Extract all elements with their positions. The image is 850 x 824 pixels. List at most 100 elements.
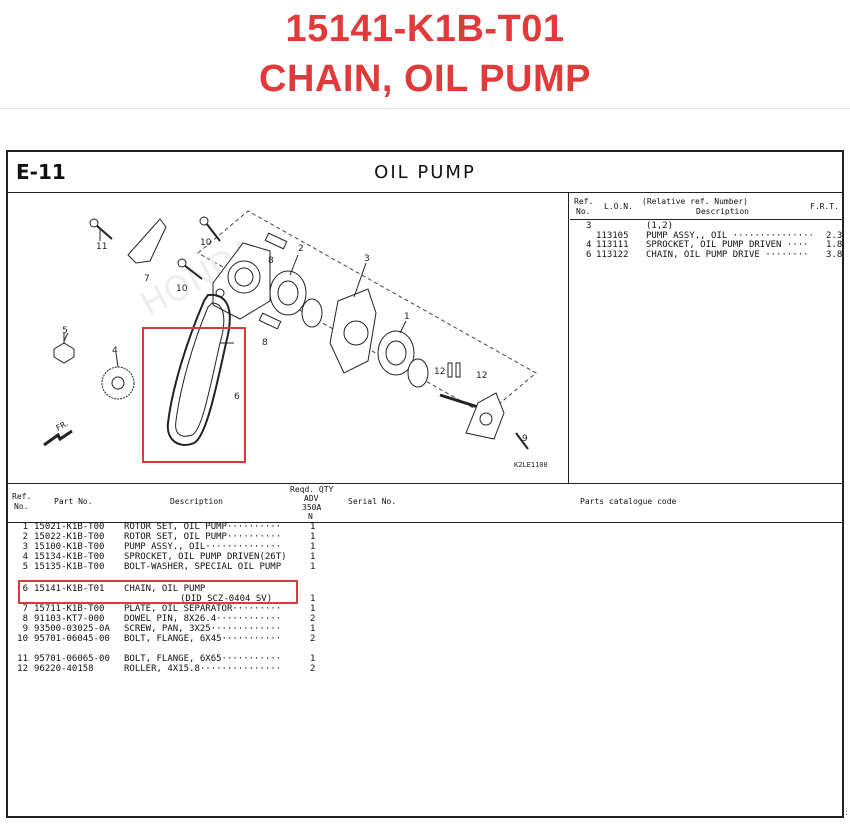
sheet-header: E-11 OIL PUMP: [8, 152, 842, 193]
pt-desc: CHAIN, OIL PUMP: [124, 584, 206, 594]
pt-desc: ROTOR SET, OIL PUMP··········: [124, 532, 282, 542]
pt-ref: 9: [22, 624, 28, 634]
chain-highlight-box: [142, 327, 246, 463]
exploded-diagram: HONDA: [8, 193, 569, 483]
pt-col-serial: Serial No.: [348, 497, 397, 506]
pt-qty: 1: [310, 594, 316, 604]
pt-col-reqd: Reqd. QTY: [290, 485, 334, 494]
parts-table-row: 4 15134-K1B-T00 SPROCKET, OIL PUMP DRIVEN(…: [8, 552, 842, 562]
pt-partno: 15135-K1B-T00: [34, 562, 105, 572]
rt-frt: 2.3: [826, 230, 843, 241]
pt-col-model: 350A: [302, 503, 322, 512]
rt-ref: 6: [586, 249, 592, 260]
callout-4: 4: [112, 346, 118, 356]
callout-12a: 12: [434, 367, 445, 377]
pt-qty: 2: [310, 614, 316, 624]
callout-5: 5: [62, 326, 68, 336]
rt-lon: 113122: [596, 249, 629, 260]
rt-col-ref: Ref.: [574, 197, 594, 206]
pt-desc: SCREW, PAN, 3X25·············: [124, 624, 282, 634]
ref-table-body: 3(1,2)113105 PUMP ASSY., OIL ············…: [572, 221, 843, 261]
pt-desc: ROLLER, 4X15.8···············: [124, 664, 282, 674]
callout-10b: 10: [176, 284, 188, 294]
callout-2: 2: [298, 244, 304, 254]
pt-col-no: No.: [14, 502, 29, 511]
parts-table-header: Ref. No. Part No. Description Reqd. QTY …: [8, 483, 842, 523]
pt-partno: 15134-K1B-T00: [34, 552, 105, 562]
parts-table-row: 5 15135-K1B-T00 BOLT-WASHER, SPECIAL OIL P…: [8, 562, 842, 572]
callout-7: 7: [144, 274, 150, 284]
ref-table-header: Ref. No. L.O.N. (Relative ref. Number) D…: [570, 195, 842, 220]
pt-col-catalogue: Parts catalogue code: [580, 497, 677, 506]
pt-qty: 2: [310, 634, 316, 644]
parts-table-row: 6 15141-K1B-T01 CHAIN, OIL PUMP: [8, 584, 842, 594]
parts-table-row: (DID SCZ-0404 SV) 1: [8, 594, 842, 604]
part-number-title: 15141-K1B-T01: [285, 8, 565, 50]
pt-desc: DOWEL PIN, 8X26.4············: [124, 614, 282, 624]
pt-ref: 2: [22, 532, 28, 542]
callout-1: 1: [404, 312, 410, 322]
pt-qty: 1: [310, 552, 316, 562]
pt-partno: 15141-K1B-T01: [34, 584, 105, 594]
pt-ref: 3: [22, 542, 28, 552]
pt-desc: BOLT, FLANGE, 6X45···········: [124, 634, 282, 644]
pt-col-n: N: [308, 512, 313, 521]
pt-qty: 1: [310, 522, 316, 532]
callout-8a: 8: [268, 256, 274, 266]
diagram-code: K2LE1100: [514, 461, 548, 469]
pt-qty: 1: [310, 624, 316, 634]
pt-partno: 91103-KT7-000: [34, 614, 105, 624]
pt-desc: ROTOR SET, OIL PUMP··········: [124, 522, 282, 532]
pt-ref: 5: [22, 562, 28, 572]
rt-desc: (1,2): [646, 221, 674, 231]
rt-lon: 113105: [596, 230, 629, 241]
pt-ref: 7: [22, 604, 28, 614]
pt-ref: 1: [22, 522, 28, 532]
pt-qty: 1: [310, 532, 316, 542]
pt-desc: SPROCKET, OIL PUMP DRIVEN(26T): [124, 552, 287, 562]
diagram-drawing: HONDA: [43, 210, 548, 469]
page-marker: :: [845, 808, 849, 818]
rt-desc: CHAIN, OIL PUMP DRIVE ········: [646, 249, 809, 260]
parts-table-row: 9 93500-03025-0A SCREW, PAN, 3X25·········…: [8, 624, 842, 634]
ref-table-row: 3(1,2): [572, 221, 840, 232]
pt-partno: 15711-K1B-T00: [34, 604, 105, 614]
chain-row-highlight: [18, 580, 298, 604]
rt-col-desc: Description: [696, 207, 749, 216]
pt-partno: 15021-K1B-T00: [34, 522, 105, 532]
callout-8b: 8: [262, 338, 268, 348]
pt-ref: 6: [22, 584, 28, 594]
parts-table-row: 1 15021-K1B-T00 ROTOR SET, OIL PUMP·······…: [8, 522, 842, 532]
callout-10a: 10: [200, 238, 212, 248]
pt-desc: (DID SCZ-0404 SV): [180, 594, 273, 604]
callout-6: 6: [234, 392, 240, 402]
pt-ref: 4: [22, 552, 28, 562]
parts-table-row: 7 15711-K1B-T00 PLATE, OIL SEPARATOR······…: [8, 604, 842, 614]
rt-lon: 113111: [596, 240, 629, 250]
rt-ref: 4: [586, 240, 592, 250]
rt-col-rel: (Relative ref. Number): [642, 197, 748, 206]
pt-qty: 1: [310, 604, 316, 614]
parts-sheet: E-11 OIL PUMP HONDA: [6, 150, 844, 818]
pt-ref: 12: [17, 664, 28, 674]
pt-qty: 2: [310, 664, 316, 674]
section-code: E-11: [16, 160, 66, 184]
callout-12b: 12: [476, 371, 487, 381]
callout-11: 11: [96, 242, 107, 252]
sheet-title: OIL PUMP: [374, 162, 476, 183]
pt-desc: BOLT-WASHER, SPECIAL OIL PUMP: [124, 562, 282, 572]
pt-partno: 15100-K1B-T00: [34, 542, 105, 552]
callout-3: 3: [364, 254, 370, 264]
pt-col-adv: ADV: [304, 494, 319, 503]
pt-desc: PLATE, OIL SEPARATOR·········: [124, 604, 282, 614]
pt-col-desc: Description: [170, 497, 223, 506]
pt-col-partno: Part No.: [54, 497, 93, 506]
rt-desc: PUMP ASSY., OIL ···············: [646, 230, 814, 241]
pt-partno: 93500-03025-0A: [34, 624, 110, 634]
rt-frt: 1.8: [826, 240, 843, 250]
